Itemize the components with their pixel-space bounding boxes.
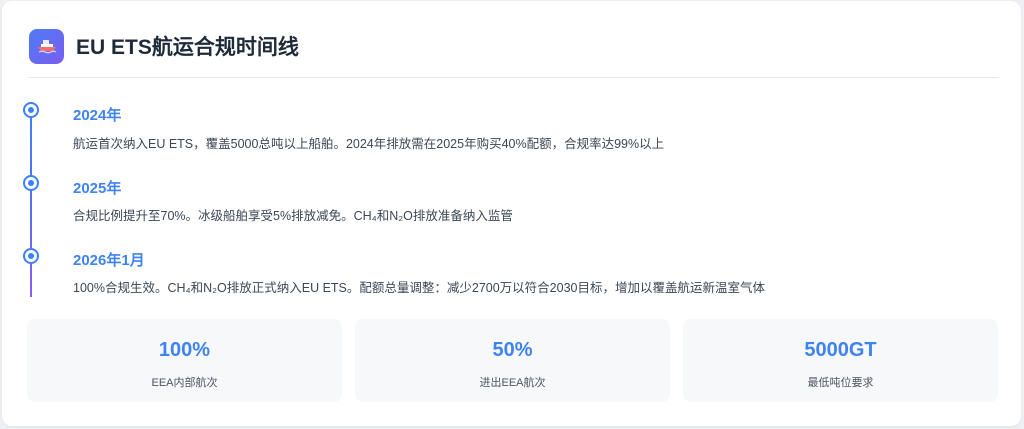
header-divider [28, 77, 999, 78]
page-title: EU ETS航运合规时间线 [76, 36, 299, 59]
stat-value: 50% [492, 339, 533, 361]
timeline-dot-2026 [23, 248, 39, 264]
timeline-dot-2024 [23, 102, 39, 118]
stat-card-min-tonnage: 5000GT 最低吨位要求 [683, 319, 998, 402]
event-description-2025: 合规比例提升至70%。冰级船舶享受5%排放减免。CH₄和N₂O排放准备纳入监管 [73, 209, 513, 223]
card-header: EU ETS航运合规时间线 [29, 26, 299, 66]
ship-icon [29, 28, 64, 64]
timeline-dot-2025 [23, 175, 39, 191]
event-year-2025: 2025年 [73, 180, 122, 197]
event-year-2024: 2024年 [73, 107, 122, 124]
stat-label: 最低吨位要求 [807, 377, 874, 389]
stat-card-eea-inbound-outbound: 50% 进出EEA航次 [355, 319, 670, 402]
stat-value: 100% [158, 339, 211, 361]
event-description-2024: 航运首次纳入EU ETS，覆盖5000总吨以上船舶。2024年排放需在2025年… [73, 137, 665, 151]
timeline-line [30, 109, 32, 297]
stat-label: 进出EEA航次 [479, 377, 546, 389]
stat-label: EEA内部航次 [151, 377, 218, 389]
event-description-2026: 100%合规生效。CH₄和N₂O排放正式纳入EU ETS。配额总量调整：减少27… [73, 281, 765, 295]
event-year-2026: 2026年1月 [73, 252, 145, 269]
stat-value: 5000GT [804, 339, 877, 361]
stat-card-eea-internal: 100% EEA内部航次 [27, 319, 342, 402]
